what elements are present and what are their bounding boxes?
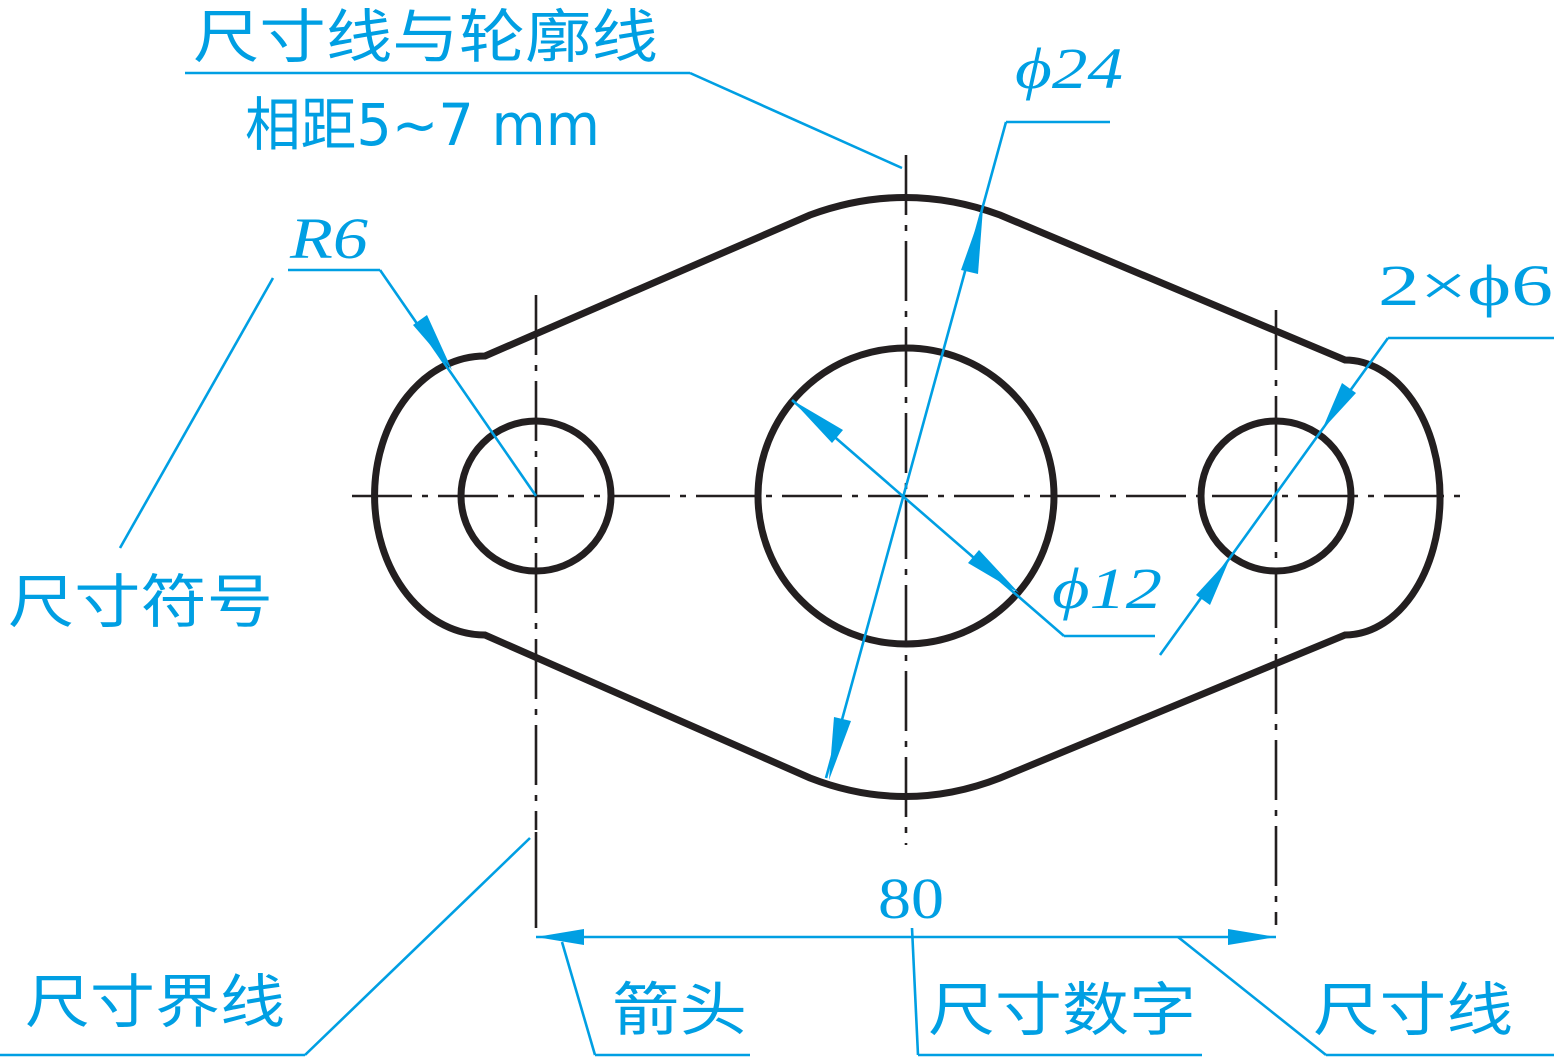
gap-rule-leader (689, 71, 903, 170)
two-phi6-arrow-lower (1196, 558, 1230, 605)
r6-arrow (413, 315, 452, 370)
dim-symbol-leader (118, 277, 275, 549)
phi24-arrow-top (961, 208, 983, 274)
phi24-label: ϕ24 (1015, 36, 1123, 101)
center-lines (352, 155, 1470, 928)
labels: 尺寸线与轮廓线 相距5~7 mm ϕ24 R6 2×ϕ6 ϕ12 尺寸符号 80… (8, 3, 1553, 1044)
gap-rule-label-line2: 相距5~7 mm (245, 91, 600, 159)
r6-label: R6 (289, 206, 368, 271)
dim-symbol-label: 尺寸符号 (8, 568, 273, 636)
phi12-arrow-upper (792, 400, 843, 443)
two-phi6-label: 2×ϕ6 (1378, 253, 1553, 318)
dim-number-callout-leader (910, 927, 920, 1056)
dim-line-label: 尺寸线 (1313, 976, 1513, 1044)
phi24-arrow-bottom (829, 717, 851, 780)
gap-rule-label-line1: 尺寸线与轮廓线 (193, 3, 658, 71)
phi12-label: ϕ12 (1052, 556, 1162, 621)
r6-leader (378, 269, 538, 497)
extension-line-callout-leader (304, 837, 531, 1056)
phi12-arrow-lower (968, 550, 1019, 593)
dim-line-callout-leader (1177, 935, 1327, 1057)
phi12-dimension-line (791, 399, 1065, 637)
dim-number-label: 尺寸数字 (928, 976, 1196, 1044)
dim-80-arrow-left (536, 929, 584, 945)
arrow-label: 箭头 (612, 976, 747, 1044)
outer-contour (371, 194, 1444, 800)
arrow-callout-leader (560, 941, 597, 1056)
dim-80-label: 80 (878, 866, 944, 931)
extension-line-label: 尺寸界线 (25, 968, 285, 1036)
dim-80-arrow-right (1228, 929, 1276, 945)
dimension-lines (0, 71, 1554, 1057)
two-phi6-arrow-upper (1322, 383, 1356, 430)
